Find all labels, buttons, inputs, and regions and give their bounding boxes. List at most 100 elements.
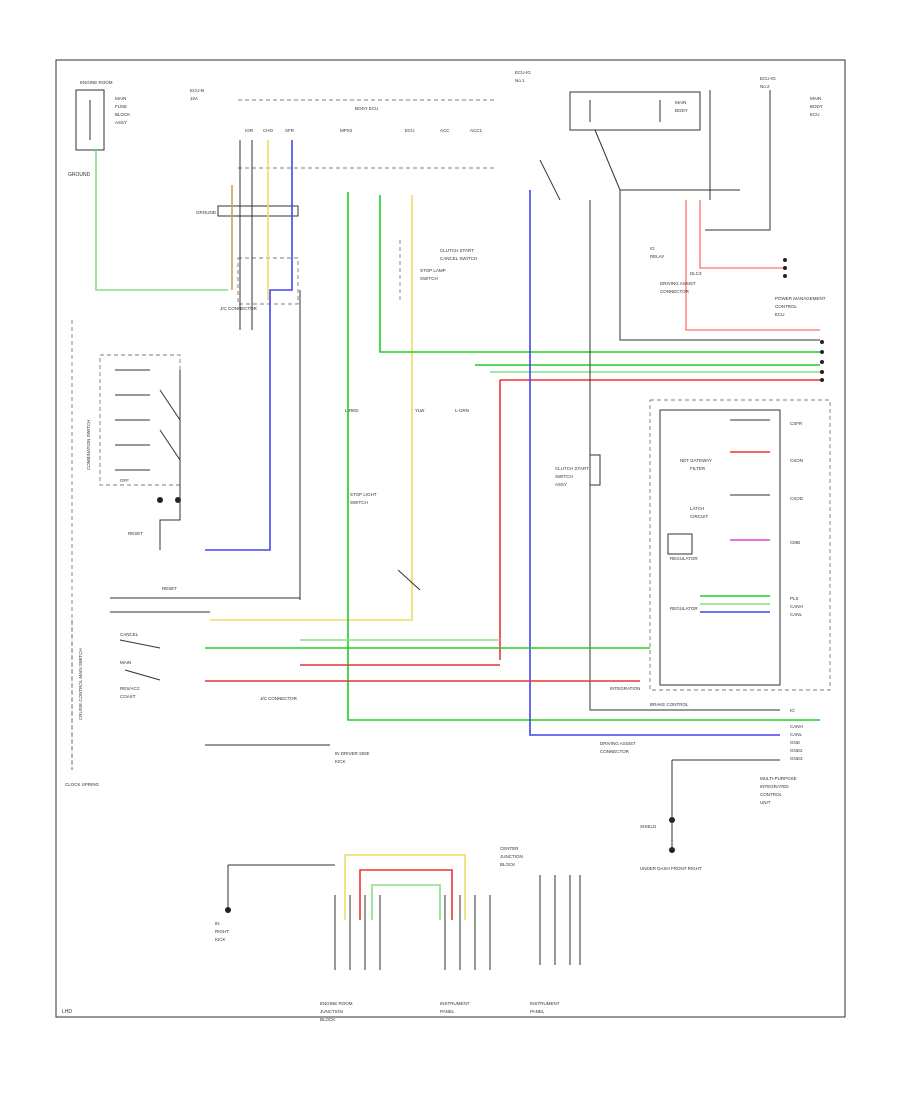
svg-text:CANH: CANH xyxy=(790,724,803,729)
svg-text:BRAKE CONTROL: BRAKE CONTROL xyxy=(650,702,689,707)
svg-text:COAST: COAST xyxy=(120,694,136,699)
svg-text:ASSY: ASSY xyxy=(555,482,567,487)
svg-text:MAIN: MAIN xyxy=(675,100,686,105)
bottom-pin-rows xyxy=(334,875,581,970)
svg-text:CANL: CANL xyxy=(790,732,803,737)
wire-bottom-red xyxy=(359,869,453,920)
top-right-fuse-block: ECU-IG No.2 MAIN BODY ECU xyxy=(760,76,823,117)
svg-text:ACC1: ACC1 xyxy=(470,128,483,133)
svg-text:DRIVING ASSIST: DRIVING ASSIST xyxy=(600,741,636,746)
svg-text:IG: IG xyxy=(790,708,795,713)
wire-right-vertical xyxy=(619,190,820,341)
cruise-ground-label: IN DRIVER SIDE xyxy=(335,751,370,756)
svg-text:KICK: KICK xyxy=(215,937,226,942)
svg-text:CSOD: CSOD xyxy=(790,496,804,501)
svg-text:PANEL: PANEL xyxy=(440,1009,455,1014)
svg-text:ENGINE ROOM: ENGINE ROOM xyxy=(80,80,113,85)
wire-ecu-a xyxy=(730,419,770,496)
svg-text:ECU-IG: ECU-IG xyxy=(515,70,531,75)
ground-label: GROUND xyxy=(68,172,91,178)
svg-text:GND: GND xyxy=(790,740,801,745)
wire-right-top xyxy=(705,90,771,231)
svg-text:CLUTCH START: CLUTCH START xyxy=(440,248,474,253)
svg-text:BLOCK: BLOCK xyxy=(115,112,130,117)
wire-bottom-yellow xyxy=(344,854,466,920)
svg-text:SWITCH: SWITCH xyxy=(555,474,573,479)
svg-text:DRIVING ASSIST: DRIVING ASSIST xyxy=(660,281,696,286)
svg-text:RESET: RESET xyxy=(162,586,177,591)
svg-text:BODY: BODY xyxy=(675,108,688,113)
center-relay-group: CLUTCH START CANCEL SWITCH STOP LAMP SWI… xyxy=(345,240,477,591)
svg-text:CONNECTOR: CONNECTOR xyxy=(600,749,630,754)
wire-green-a xyxy=(347,192,820,721)
svg-text:CRUISE CONTROL MAIN SWITCH: CRUISE CONTROL MAIN SWITCH xyxy=(78,648,83,720)
wire-light-green-main xyxy=(95,150,228,291)
svg-text:No.2: No.2 xyxy=(760,84,770,89)
wire-bottom-green xyxy=(371,884,441,920)
svg-text:SHIELD: SHIELD xyxy=(640,824,657,829)
svg-text:CMB: CMB xyxy=(790,540,800,545)
svg-text:CONNECTOR: CONNECTOR xyxy=(660,289,690,294)
svg-text:INSTRUMENT: INSTRUMENT xyxy=(530,1001,560,1006)
wire-pink-b xyxy=(699,200,785,269)
svg-text:SFR: SFR xyxy=(285,128,295,133)
svg-text:MAIN: MAIN xyxy=(115,96,126,101)
connector-block-upper-left: BODY ECU IGR CHO SFR MPX2 ECU ACC ACC1 G… xyxy=(196,99,495,311)
diagram-border xyxy=(55,59,846,1018)
top-left-fuse-block: ENGINE ROOM MAIN FUSE BLOCK ASSY ECU-B 1… xyxy=(75,80,204,151)
svg-text:INSTRUMENT: INSTRUMENT xyxy=(440,1001,470,1006)
wire-pink xyxy=(685,200,820,331)
svg-text:MAIN: MAIN xyxy=(120,660,131,665)
svg-text:DLC3: DLC3 xyxy=(690,271,702,276)
svg-text:GND2: GND2 xyxy=(790,748,803,753)
svg-text:JUNCTION: JUNCTION xyxy=(320,1009,343,1014)
svg-text:ACC: ACC xyxy=(440,128,450,133)
svg-text:STOP LIGHT: STOP LIGHT xyxy=(350,492,377,497)
svg-text:ASSY: ASSY xyxy=(115,120,127,125)
svg-text:PANEL: PANEL xyxy=(530,1009,545,1014)
svg-text:YLW: YLW xyxy=(415,408,425,413)
wire-green-b xyxy=(379,195,820,353)
svg-text:STOP LAMP: STOP LAMP xyxy=(420,268,446,273)
svg-text:BODY: BODY xyxy=(810,104,823,109)
svg-text:L-RED: L-RED xyxy=(345,408,359,413)
svg-text:LATCH: LATCH xyxy=(690,506,704,511)
svg-text:CANH: CANH xyxy=(790,604,803,609)
svg-text:CANL: CANL xyxy=(790,612,803,617)
svg-text:CANCEL SWITCH: CANCEL SWITCH xyxy=(440,256,477,261)
cruise-switch-group: CRUISE CONTROL MAIN SWITCH CANCEL MAIN R… xyxy=(65,620,161,787)
svg-text:ECU: ECU xyxy=(810,112,820,117)
svg-text:CIRCUIT: CIRCUIT xyxy=(690,514,708,519)
svg-text:ECU-IG: ECU-IG xyxy=(760,76,776,81)
svg-text:No.1: No.1 xyxy=(515,78,525,83)
wire-center-right xyxy=(589,200,780,711)
svg-text:CSFR: CSFR xyxy=(790,421,803,426)
svg-text:ENGINE ROOM: ENGINE ROOM xyxy=(320,1001,353,1006)
svg-text:RES/ACC: RES/ACC xyxy=(120,686,141,691)
right-ecu-box: CSFR CSON CSOD CMB PLS CANH CANL NET GAT… xyxy=(610,399,831,707)
svg-text:CLUTCH START: CLUTCH START xyxy=(555,466,589,471)
right-connector-stack: DLC3 DRIVING ASSIST CONNECTOR POWER MANA… xyxy=(650,246,826,382)
svg-text:NET GATEWAY: NET GATEWAY xyxy=(680,458,712,463)
svg-text:POWER MANAGEMENT: POWER MANAGEMENT xyxy=(775,296,826,301)
svg-text:GROUND: GROUND xyxy=(196,210,217,215)
svg-text:REGULATOR: REGULATOR xyxy=(670,556,698,561)
center-right-sensor: CLUTCH START SWITCH ASSY xyxy=(555,454,601,487)
svg-text:MAIN: MAIN xyxy=(810,96,821,101)
wire-switch-bus xyxy=(159,370,181,550)
svg-text:REGULATOR: REGULATOR xyxy=(670,606,698,611)
svg-text:SWITCH: SWITCH xyxy=(350,500,368,505)
top-middle-relay: ECU-IG No.1 MAIN BODY xyxy=(515,70,701,131)
svg-text:BODY ECU: BODY ECU xyxy=(355,106,378,111)
svg-text:CANCEL: CANCEL xyxy=(120,632,139,637)
svg-text:RIGHT: RIGHT xyxy=(215,929,229,934)
svg-text:COMBINATION SWITCH: COMBINATION SWITCH xyxy=(86,420,91,470)
bottom-right-connector: DRIVING ASSIST CONNECTOR IG CANH CANL GN… xyxy=(600,708,803,871)
svg-text:OFF: OFF xyxy=(120,478,129,483)
svg-text:UNIT: UNIT xyxy=(760,800,771,805)
cruise-ground-label-2: KICK xyxy=(335,759,346,764)
svg-text:J/C CONNECTOR: J/C CONNECTOR xyxy=(220,306,258,311)
svg-text:INTEGRATED: INTEGRATED xyxy=(760,784,789,789)
svg-text:IN: IN xyxy=(215,921,220,926)
